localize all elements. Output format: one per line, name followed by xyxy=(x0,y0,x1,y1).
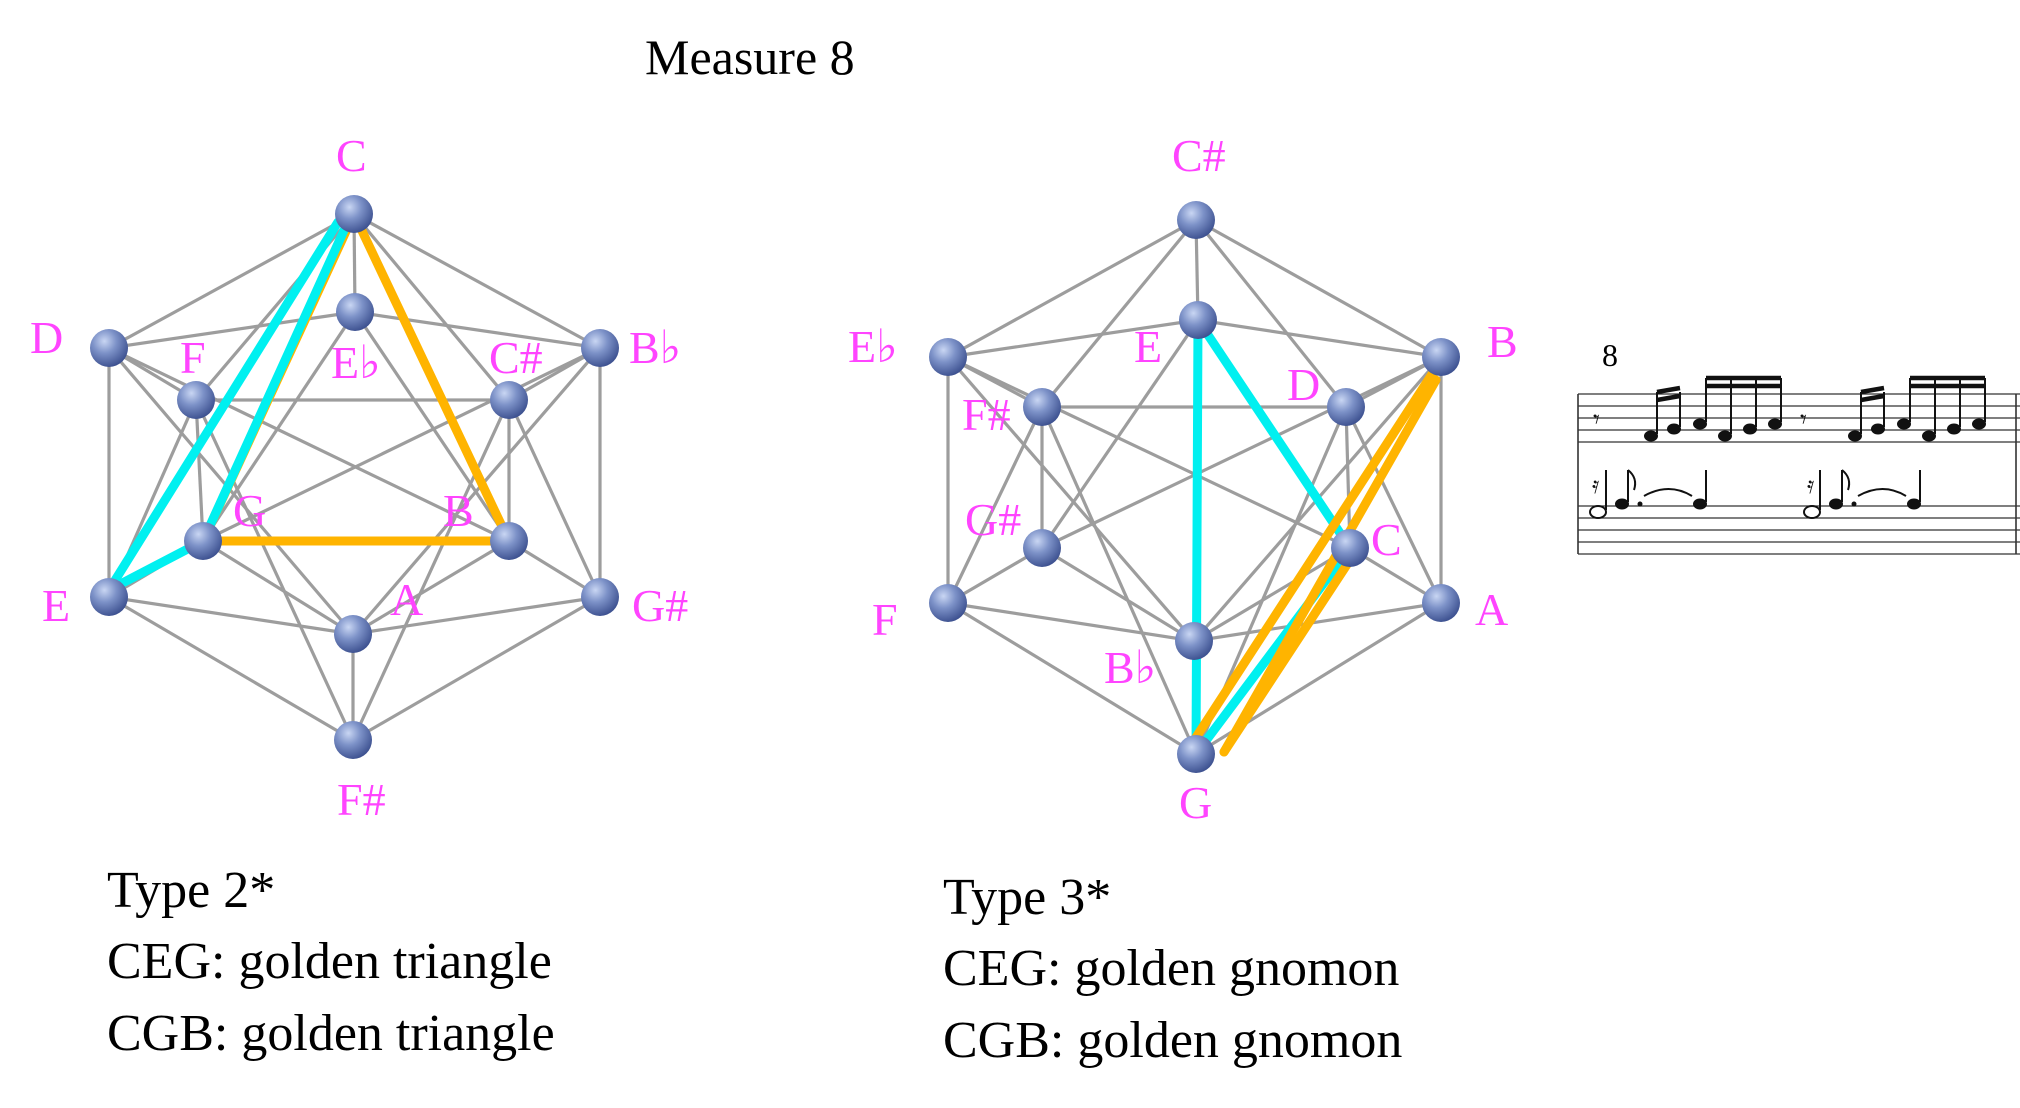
left-vertices xyxy=(90,195,619,759)
right-caption-type: Type 3* xyxy=(943,869,1111,926)
left-wireframe xyxy=(107,212,602,742)
left-label-bb: B♭ xyxy=(629,322,681,373)
right-vertices xyxy=(929,201,1460,773)
left-label-b: B xyxy=(443,485,474,536)
lower-staff xyxy=(1578,505,2020,555)
right-label-gs: G# xyxy=(965,494,1021,545)
left-icosahedron-diagram: C D F E♭ C# B♭ G B E A G# F# xyxy=(30,130,688,825)
right-caption-ceg: CEG: golden gnomon xyxy=(943,940,1399,997)
left-caption-ceg: CEG: golden triangle xyxy=(107,933,552,990)
right-label-c: C xyxy=(1371,514,1402,565)
measure-number: 8 xyxy=(1602,337,1618,373)
left-label-cs: C# xyxy=(489,332,543,383)
left-label-c: C xyxy=(336,130,367,181)
sixteenth-rest-icon-2: 𝄿 xyxy=(1807,471,1814,499)
score-excerpt: 8 𝄾 xyxy=(1577,337,2020,555)
right-label-cs: C# xyxy=(1172,130,1226,181)
right-cgb-gnomon xyxy=(1188,363,1441,757)
right-caption-cgb: CGB: golden gnomon xyxy=(943,1012,1402,1069)
right-note-labels: C# E♭ E D B F# G# C F A B♭ G xyxy=(848,130,1518,828)
right-label-bb: B♭ xyxy=(1104,642,1156,693)
right-icosahedron-diagram: C# E♭ E D B F# G# C F A B♭ G xyxy=(848,130,1518,828)
left-caption-type: Type 2* xyxy=(107,862,275,919)
right-label-eb: E♭ xyxy=(848,321,898,372)
left-label-eb: E♭ xyxy=(331,337,381,388)
lower-voice: 𝄿 𝄿 xyxy=(1589,469,1921,519)
left-label-f: F xyxy=(180,332,206,383)
figure-title: Measure 8 xyxy=(645,29,855,85)
right-label-f: F xyxy=(872,594,898,645)
left-label-gs: G# xyxy=(632,580,688,631)
eighth-rest-icon: 𝄾 xyxy=(1593,405,1600,435)
left-caption-cgb: CGB: golden triangle xyxy=(107,1005,555,1062)
left-ceg-triangle xyxy=(104,217,351,595)
right-label-d: D xyxy=(1287,359,1320,410)
upper-staff xyxy=(1578,393,2020,443)
left-label-a: A xyxy=(390,574,423,625)
left-label-e: E xyxy=(42,580,70,631)
eighth-rest-icon-2: 𝄾 xyxy=(1800,405,1807,435)
right-label-fs: F# xyxy=(962,389,1011,440)
sixteenth-rest-icon: 𝄿 xyxy=(1592,471,1599,499)
right-label-g: G xyxy=(1179,777,1212,828)
right-label-b: B xyxy=(1487,316,1518,367)
left-label-g: G xyxy=(233,485,266,536)
upper-voice: 𝄾 𝄾 xyxy=(1593,375,1986,442)
right-caption: Type 3* CEG: golden gnomon CGB: golden g… xyxy=(943,869,1402,1069)
left-label-fs: F# xyxy=(337,774,386,825)
left-note-labels: C D F E♭ C# B♭ G B E A G# F# xyxy=(30,130,688,825)
right-label-e: E xyxy=(1134,321,1162,372)
left-caption: Type 2* CEG: golden triangle CGB: golden… xyxy=(107,862,555,1062)
right-label-a: A xyxy=(1475,584,1508,635)
left-label-d: D xyxy=(30,312,63,363)
